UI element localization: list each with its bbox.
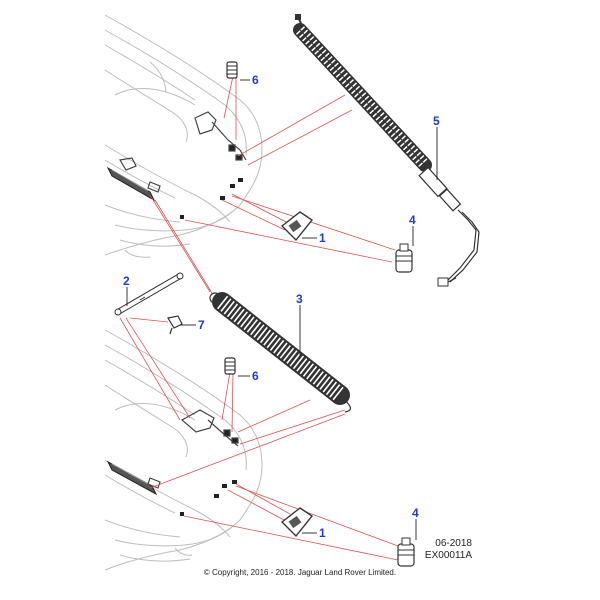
tail-lamp-bottom bbox=[106, 460, 158, 496]
leader-lines bbox=[119, 75, 399, 561]
callout-leaders bbox=[126, 79, 438, 540]
hinge-bracket-bottom bbox=[147, 409, 239, 489]
callout-7: 7 bbox=[198, 318, 205, 332]
callout-6-bottom: 6 bbox=[252, 369, 259, 383]
clip-part-7 bbox=[167, 315, 183, 335]
small-strut-part-2 bbox=[114, 272, 184, 316]
bump-stop-part-6-bottom bbox=[224, 357, 236, 375]
hinge-bracket-top bbox=[119, 111, 247, 193]
revision-date: 06-2018 bbox=[435, 538, 472, 549]
callout-4-top: 4 bbox=[409, 213, 416, 227]
callout-1-bottom: 1 bbox=[319, 526, 326, 540]
canister-part-4-top bbox=[395, 243, 413, 273]
copyright-notice: © Copyright, 2016 - 2018. Jaguar Land Ro… bbox=[203, 568, 397, 577]
illustration-code: EX00011A bbox=[424, 550, 472, 561]
spring-part-3 bbox=[209, 292, 352, 413]
bump-stop-part-6-top bbox=[226, 61, 238, 79]
callout-2: 2 bbox=[123, 274, 130, 288]
callout-6-top: 6 bbox=[252, 73, 259, 87]
body-fasteners-top bbox=[180, 178, 243, 219]
gas-strut-spring-part-5 bbox=[293, 14, 480, 287]
car-body-top bbox=[104, 14, 263, 258]
callout-5: 5 bbox=[433, 114, 440, 128]
body-fasteners-bottom bbox=[180, 480, 237, 516]
callout-1-top: 1 bbox=[319, 231, 326, 245]
callout-4-bottom: 4 bbox=[412, 506, 419, 520]
tail-lamp-top bbox=[106, 166, 156, 202]
car-body-bottom bbox=[104, 329, 263, 571]
callout-3: 3 bbox=[296, 292, 303, 306]
bracket-part-1-bottom bbox=[280, 507, 314, 538]
bracket-part-1-top bbox=[280, 211, 314, 242]
canister-part-4-bottom bbox=[397, 537, 415, 567]
